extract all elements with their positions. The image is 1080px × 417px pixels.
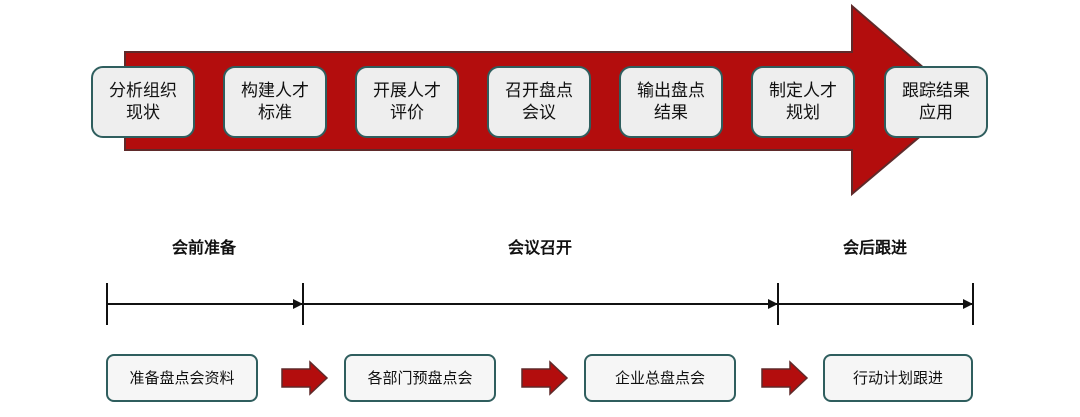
step-label: 输出盘点结果: [637, 81, 705, 123]
step-box-7: 跟踪结果应用: [884, 66, 988, 138]
activity-connectors: [281, 360, 809, 396]
phase-label-meeting: 会议召开: [507, 238, 573, 257]
step-box-3: 开展人才评价: [355, 66, 459, 138]
activity-label: 准备盘点会资料: [129, 368, 235, 387]
step-label: 召开盘点会议: [505, 81, 573, 123]
phase-label-post: 会后跟进: [842, 238, 908, 257]
activity-box-1: 准备盘点会资料: [106, 354, 258, 402]
step-box-2: 构建人才标准: [223, 66, 327, 138]
step-box-6: 制定人才规划: [751, 66, 855, 138]
phase-timeline: [106, 283, 974, 325]
activity-box-4: 行动计划跟进: [823, 354, 973, 402]
connector-arrow: [281, 360, 329, 396]
step-label: 跟踪结果应用: [902, 81, 970, 123]
activity-box-3: 企业总盘点会: [584, 354, 736, 402]
activity-box-2: 各部门预盘点会: [344, 354, 496, 402]
step-label: 分析组织现状: [109, 81, 177, 123]
step-label: 开展人才评价: [373, 81, 441, 123]
connector-arrow: [521, 360, 569, 396]
activity-label: 行动计划跟进: [852, 368, 943, 387]
phase-label-pre: 会前准备: [171, 238, 237, 257]
step-label: 制定人才规划: [769, 81, 837, 123]
connector-arrow: [761, 360, 809, 396]
step-box-4: 召开盘点会议: [487, 66, 591, 138]
activity-label: 企业总盘点会: [614, 368, 705, 387]
activity-label: 各部门预盘点会: [367, 368, 473, 387]
step-box-1: 分析组织现状: [91, 66, 195, 138]
timeline-arrowhead: [768, 299, 778, 309]
timeline-arrowhead: [293, 299, 303, 309]
step-label: 构建人才标准: [241, 81, 309, 123]
timeline-arrowhead: [963, 299, 973, 309]
step-box-5: 输出盘点结果: [619, 66, 723, 138]
